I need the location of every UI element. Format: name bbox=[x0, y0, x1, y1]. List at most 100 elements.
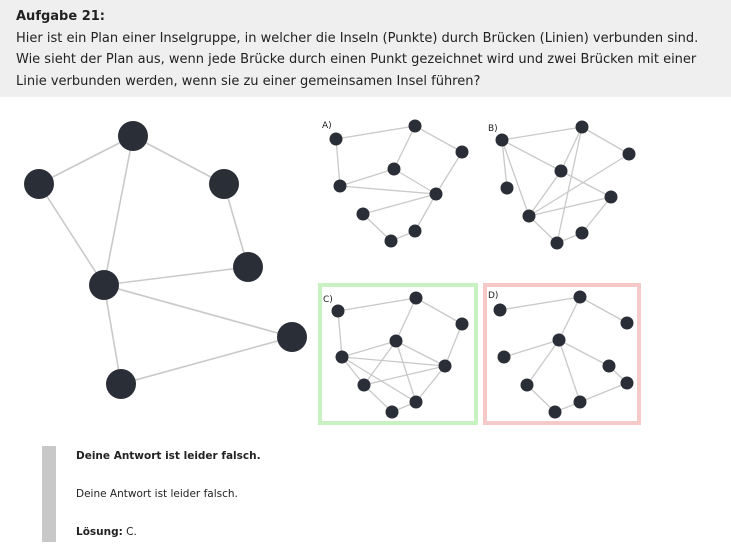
graph-edge bbox=[339, 185, 437, 195]
graph-node bbox=[495, 133, 509, 147]
graph-node bbox=[385, 405, 399, 419]
graph-edge bbox=[395, 340, 446, 367]
graph-edge bbox=[341, 356, 446, 367]
graph-node bbox=[389, 334, 403, 348]
island-node bbox=[233, 252, 263, 282]
graph-node bbox=[333, 179, 347, 193]
graph-edge bbox=[499, 296, 581, 311]
graph-edge bbox=[501, 126, 583, 141]
island-node bbox=[118, 121, 148, 151]
graph-node bbox=[575, 120, 589, 134]
graph-node bbox=[622, 147, 636, 161]
graph-node bbox=[455, 317, 469, 331]
graph-node bbox=[409, 395, 423, 409]
graph-edge bbox=[120, 336, 293, 385]
graph-edge bbox=[363, 340, 397, 386]
graph-edge bbox=[558, 339, 610, 367]
option-b[interactable]: B) bbox=[488, 120, 636, 250]
option-c-frame bbox=[318, 283, 478, 425]
graph-edge bbox=[435, 151, 463, 195]
graph-node bbox=[548, 405, 562, 419]
graph-edge bbox=[395, 340, 417, 403]
graph-edge bbox=[337, 310, 343, 358]
graph-edge bbox=[444, 323, 463, 367]
feedback-text: Deine Antwort ist leider falsch. bbox=[76, 488, 238, 500]
graph-edge bbox=[337, 297, 417, 312]
graph-edge bbox=[501, 139, 562, 172]
graph-node bbox=[335, 350, 349, 364]
graph-edge bbox=[38, 183, 105, 286]
graph-node bbox=[620, 376, 634, 390]
island-node bbox=[277, 322, 307, 352]
graph-edge bbox=[556, 126, 583, 244]
graph-edge bbox=[414, 125, 463, 153]
question-panel: Aufgabe 21: Hier ist ein Plan einer Inse… bbox=[0, 0, 731, 97]
graph-node bbox=[604, 190, 618, 204]
graph-node bbox=[575, 226, 589, 240]
graph-edge bbox=[363, 365, 446, 386]
graph-edge bbox=[528, 153, 630, 217]
graph-edge bbox=[501, 139, 530, 217]
solution-label: Lösung: bbox=[76, 526, 123, 538]
graph-node bbox=[522, 209, 536, 223]
graph-node bbox=[429, 187, 443, 201]
graph-node bbox=[573, 290, 587, 304]
graph-edge bbox=[393, 125, 416, 170]
graph-node bbox=[408, 224, 422, 238]
graph-node bbox=[329, 132, 343, 146]
graph-edge bbox=[581, 126, 630, 155]
island-node bbox=[106, 369, 136, 399]
graph-edge bbox=[335, 138, 341, 187]
graph-edge bbox=[339, 168, 395, 187]
graph-edge bbox=[103, 135, 134, 286]
graph-edge bbox=[103, 266, 249, 286]
graph-edge bbox=[38, 135, 134, 185]
graph-node bbox=[602, 359, 616, 373]
option-d-frame bbox=[483, 283, 641, 425]
graph-edge bbox=[503, 339, 560, 358]
island-node bbox=[24, 169, 54, 199]
graph-edge bbox=[560, 170, 612, 198]
graph-edge bbox=[341, 340, 397, 358]
graph-node bbox=[357, 378, 371, 392]
graph-node bbox=[552, 333, 566, 347]
graph-node bbox=[387, 162, 401, 176]
graph-edge bbox=[579, 382, 628, 403]
graph-node bbox=[497, 350, 511, 364]
graph-edge bbox=[415, 365, 446, 403]
graph-edge bbox=[103, 284, 122, 385]
graph-figure: A) B) bbox=[24, 119, 641, 425]
graph-node bbox=[554, 164, 568, 178]
feedback-title: Deine Antwort ist leider falsch. bbox=[76, 450, 261, 462]
main-island-graph bbox=[24, 121, 307, 399]
option-a[interactable]: A) bbox=[322, 119, 469, 248]
option-d[interactable]: D) bbox=[483, 283, 641, 425]
graph-edge bbox=[526, 339, 560, 386]
graph-edge bbox=[393, 168, 437, 195]
graph-edge bbox=[579, 296, 628, 324]
graph-edge bbox=[414, 193, 437, 232]
island-node bbox=[89, 270, 119, 300]
graph-node bbox=[438, 359, 452, 373]
graph-edge bbox=[132, 135, 225, 185]
graph-node bbox=[455, 145, 469, 159]
option-b-label: B) bbox=[488, 124, 498, 134]
graph-edge bbox=[558, 339, 581, 403]
question-title: Aufgabe 21: bbox=[16, 9, 105, 24]
graph-node bbox=[384, 234, 398, 248]
graph-node bbox=[550, 236, 564, 250]
graph-edge bbox=[528, 196, 612, 217]
graph-node bbox=[409, 291, 423, 305]
graph-node bbox=[620, 316, 634, 330]
option-d-label: D) bbox=[488, 291, 498, 301]
graph-edge bbox=[560, 126, 583, 172]
graph-node bbox=[500, 181, 514, 195]
graph-edge bbox=[341, 356, 417, 403]
graph-edge bbox=[395, 297, 417, 342]
option-c[interactable]: C) bbox=[318, 283, 478, 425]
feedback-solution: Lösung: C. bbox=[76, 526, 137, 538]
graph-edge bbox=[501, 139, 508, 189]
option-a-label: A) bbox=[322, 121, 332, 131]
graph-node bbox=[331, 304, 345, 318]
graph-edge bbox=[528, 170, 562, 217]
